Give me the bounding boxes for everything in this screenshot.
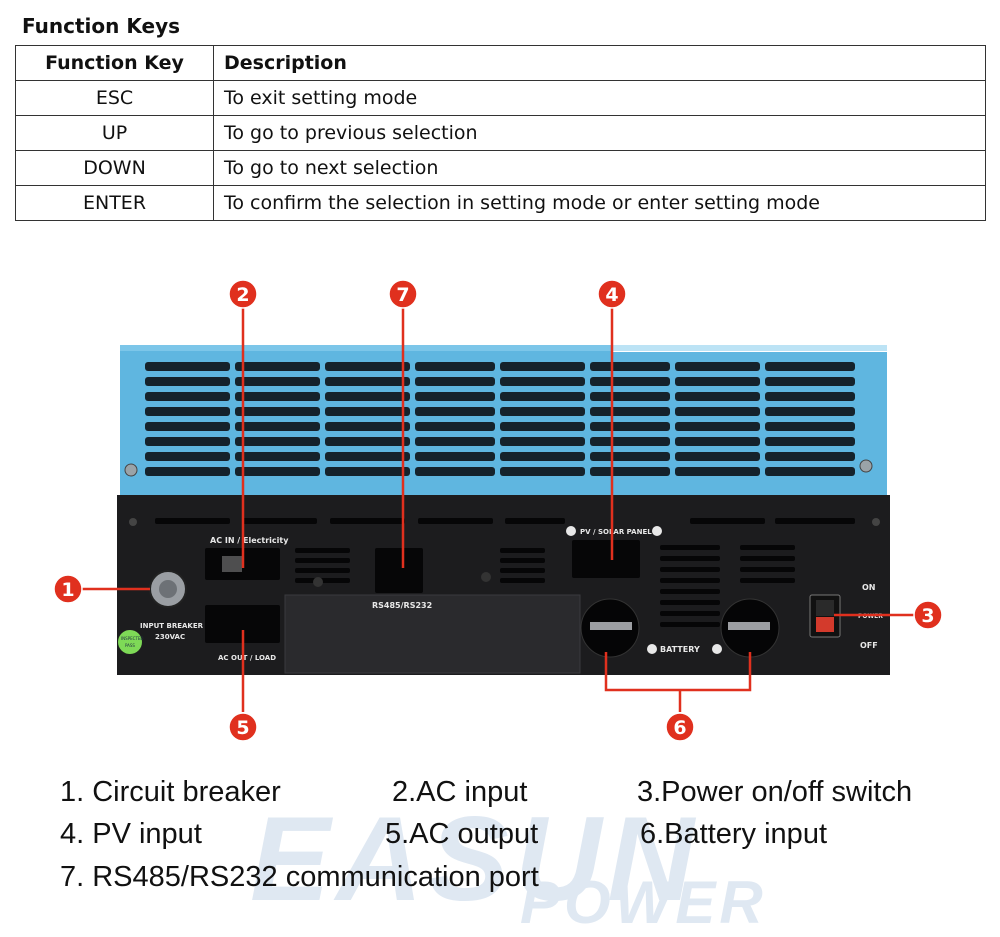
description-cell: To go to previous selection (213, 115, 986, 151)
label-off: OFF (860, 641, 878, 650)
legend-item-2: 2.AC input (392, 776, 528, 808)
key-cell: ESC (15, 80, 214, 116)
black-rear-panel: AC IN / Electricity PV / SOLAR PANEL RS4… (117, 495, 890, 675)
sticker-text-2: PASS (125, 643, 135, 648)
section-title: Function Keys (22, 14, 181, 38)
callout-3-number: 3 (921, 605, 934, 627)
callout-5-number: 5 (236, 717, 249, 739)
callout-4: 4 (597, 279, 627, 309)
callout-7-number: 7 (396, 284, 409, 306)
sticker-text-1: INSPECTED (121, 636, 144, 641)
watermark-easun: EASUN (250, 792, 701, 926)
header-function-key: Function Key (15, 45, 214, 81)
callout-1-number: 1 (61, 579, 74, 601)
callout-3: 3 (913, 600, 943, 630)
label-breaker: INPUT BREAKER (140, 622, 204, 630)
key-cell: DOWN (15, 150, 214, 186)
function-keys-table: Function Key Description ESC To exit set… (15, 45, 986, 221)
legend-item-6: 6.Battery input (640, 818, 827, 850)
header-description: Description (213, 45, 986, 81)
inspection-sticker (118, 630, 142, 654)
legend-item-5: 5.AC output (385, 818, 539, 850)
description-cell: To confirm the selection in setting mode… (213, 185, 986, 221)
label-ac-in: AC IN / Electricity (210, 536, 289, 545)
blue-housing (120, 345, 887, 495)
table-header-row: Function Key Description (15, 45, 986, 81)
label-battery: BATTERY (660, 645, 700, 654)
key-cell: ENTER (15, 185, 214, 221)
callout-4-number: 4 (605, 284, 618, 306)
table-row: ESC To exit setting mode (15, 80, 986, 116)
inverter-rear-panel-diagram: AC IN / Electricity PV / SOLAR PANEL RS4… (53, 279, 943, 742)
table-row: ENTER To confirm the selection in settin… (15, 185, 986, 221)
label-breaker-voltage: 230VAC (155, 633, 185, 641)
label-rs485: RS485/RS232 (372, 601, 432, 610)
legend-item-4: 4. PV input (60, 818, 202, 850)
legend-item-7: 7. RS485/RS232 communication port (60, 861, 539, 893)
key-cell: UP (15, 115, 214, 151)
legend-item-1: 1. Circuit breaker (60, 776, 281, 808)
label-power: POWER (858, 613, 883, 620)
table-row: DOWN To go to next selection (15, 150, 986, 186)
callout-2-number: 2 (236, 284, 249, 306)
table-row: UP To go to previous selection (15, 115, 986, 151)
callout-1: 1 (53, 574, 83, 604)
description-cell: To go to next selection (213, 150, 986, 186)
callout-7: 7 (388, 279, 418, 309)
callout-2: 2 (228, 279, 258, 309)
callout-5: 5 (228, 712, 258, 742)
label-pv: PV / SOLAR PANEL (580, 528, 652, 536)
callout-6: 6 (665, 712, 695, 742)
callout-lines (82, 308, 915, 712)
description-cell: To exit setting mode (213, 80, 986, 116)
watermark-power: POWER (520, 869, 767, 936)
label-on: ON (862, 583, 876, 592)
callout-6-number: 6 (673, 717, 686, 739)
legend-item-3: 3.Power on/off switch (637, 776, 913, 808)
label-ac-out: AC OUT / LOAD (218, 654, 276, 662)
